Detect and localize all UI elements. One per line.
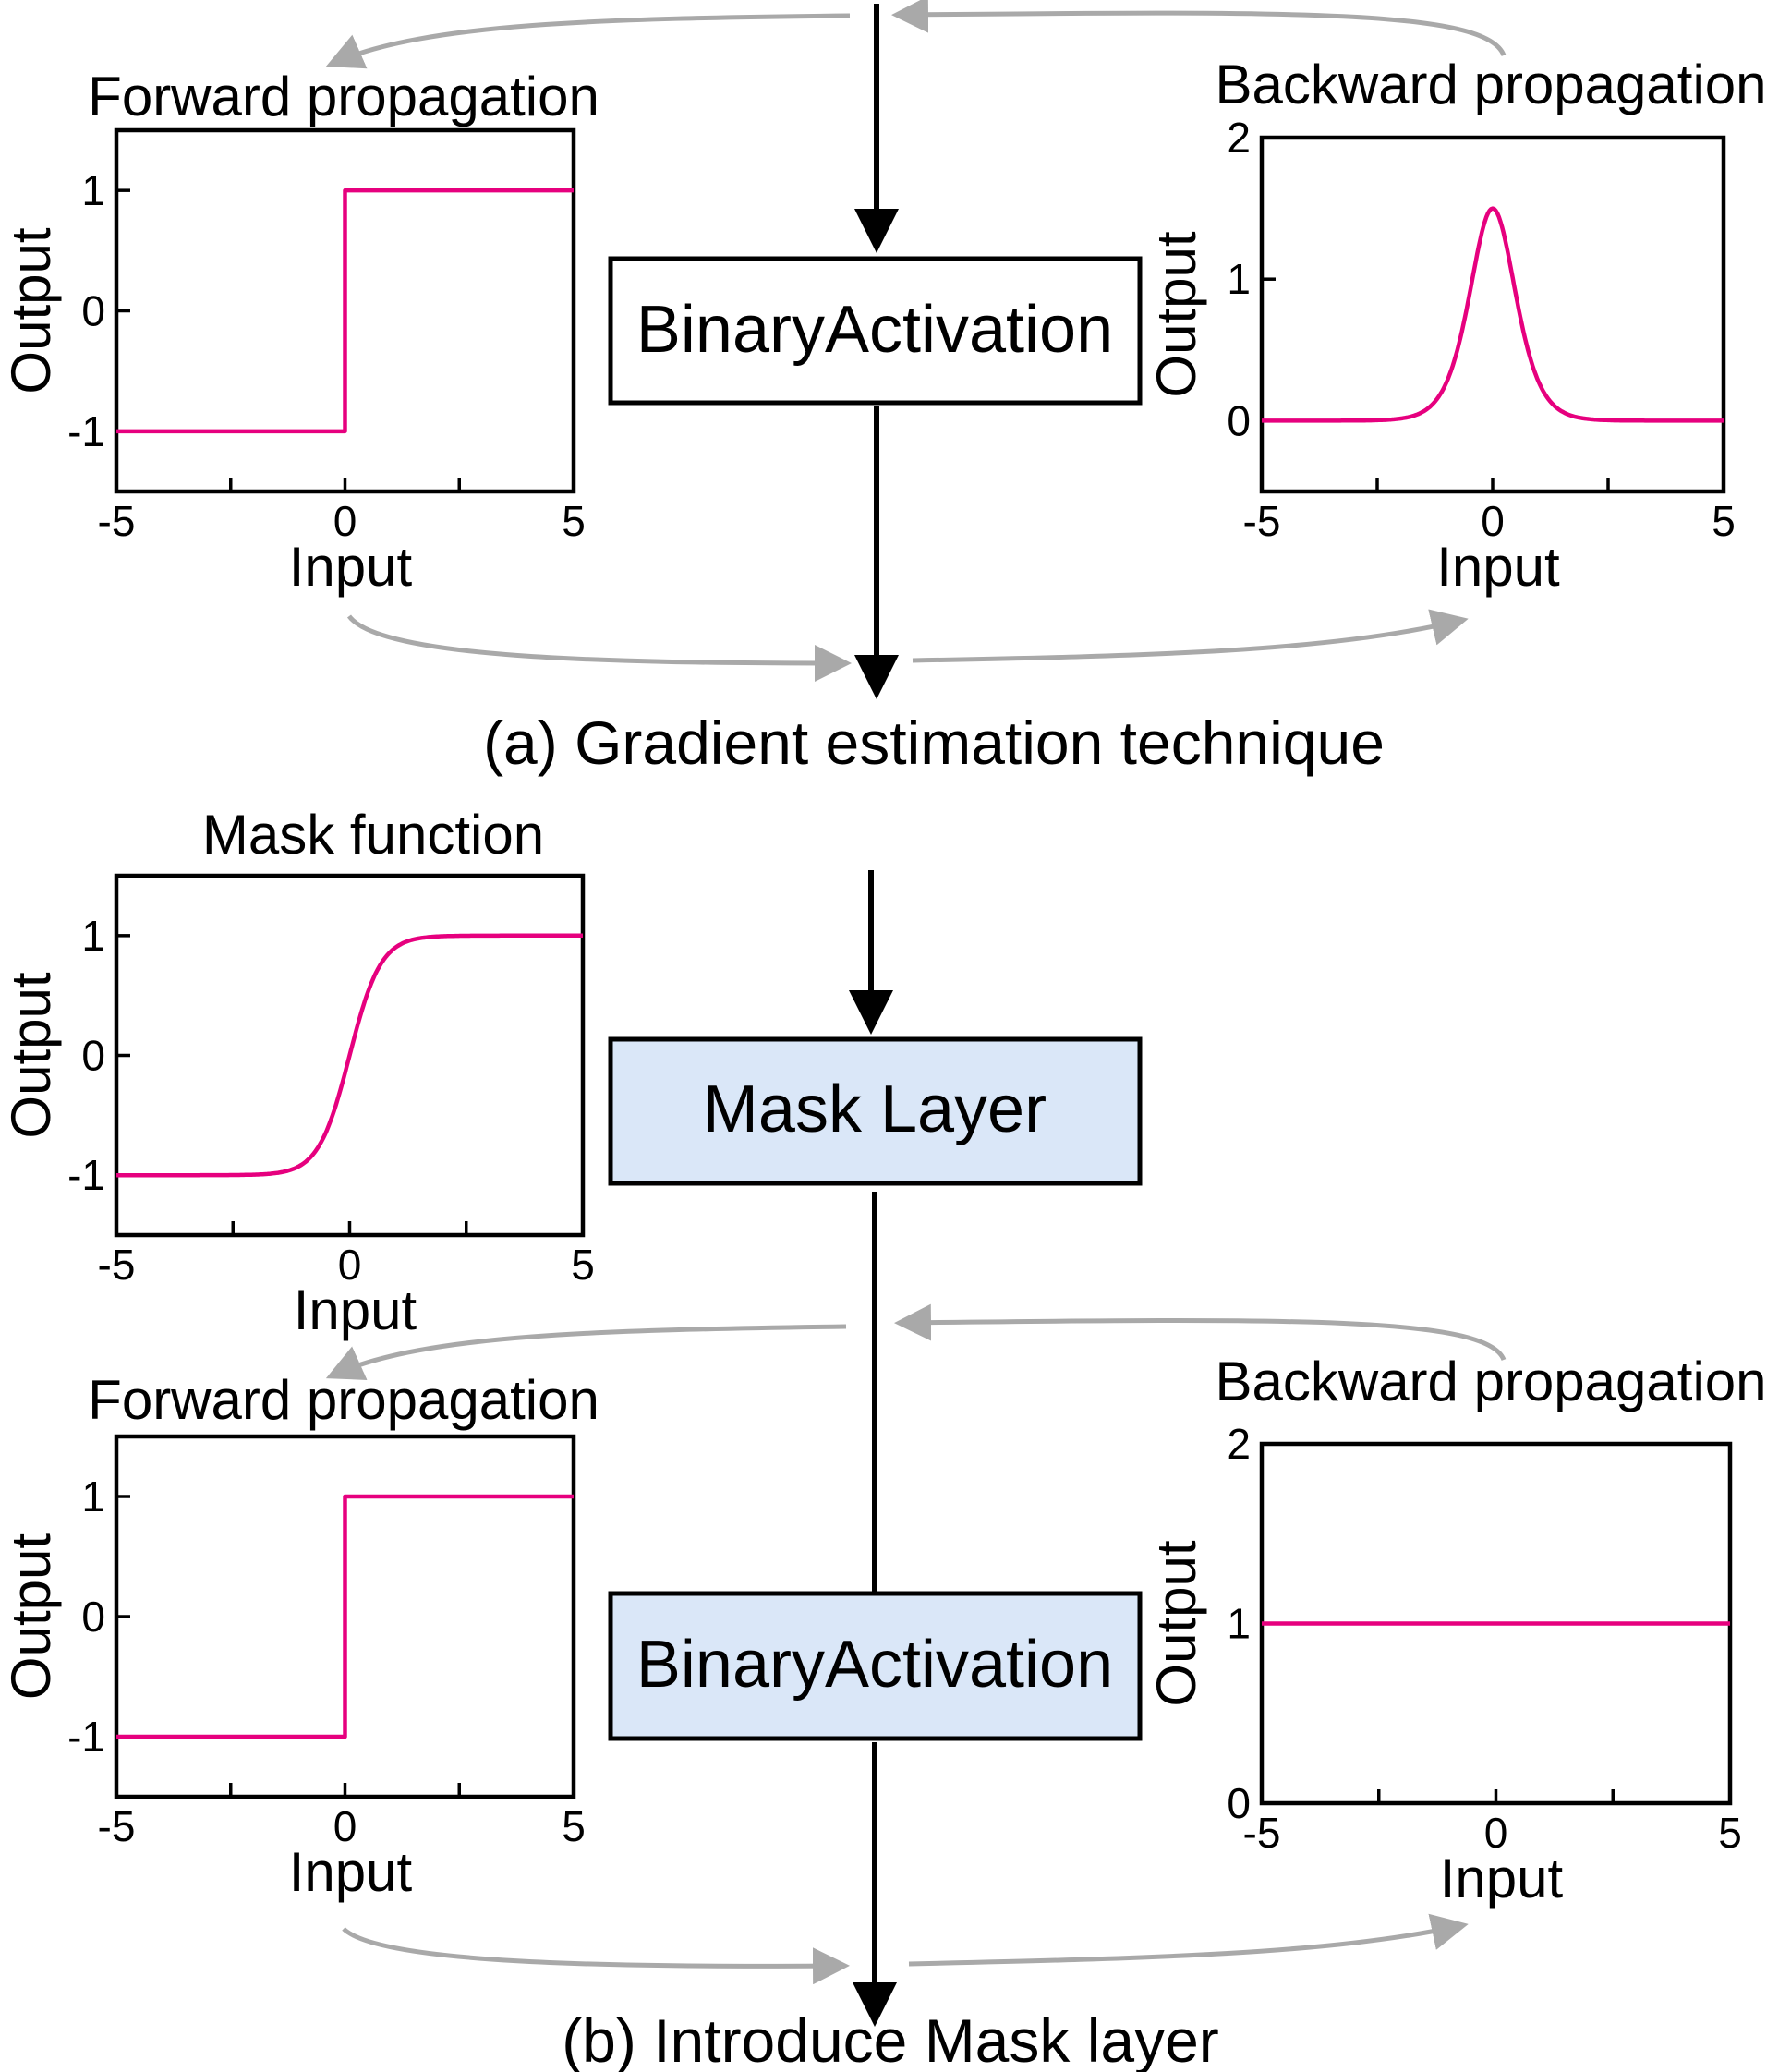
section-b-forward-plot-y-tick-label: 0 bbox=[81, 1593, 105, 1641]
section-a-backward-plot-y-tick-label: 2 bbox=[1227, 114, 1251, 162]
section-b-forward-plot-y-tick-label: -1 bbox=[67, 1713, 105, 1761]
section-b-mask-plot-x-label: Input bbox=[294, 1279, 417, 1341]
section-a-backward-plot-x-label: Input bbox=[1436, 536, 1560, 598]
mask-layer-box bbox=[608, 1036, 1143, 1186]
section-b-mask-plot-y-tick-label: 0 bbox=[81, 1032, 105, 1080]
gradient-arrow-bottom-right-b bbox=[908, 1913, 1469, 1967]
section-b-backward-plot-title: Backward propagation bbox=[1215, 1351, 1766, 1412]
section-b-mask-plot-curve bbox=[115, 933, 584, 1178]
gradient-arrow-top-right-b bbox=[894, 1303, 1507, 1362]
section-b-forward-plot-curve bbox=[116, 1494, 574, 1739]
section-b-backward-plot-y-tick-label: 0 bbox=[1227, 1779, 1251, 1827]
caption-a: (a) Gradient estimation technique bbox=[483, 709, 1385, 777]
gradient-arrow-bottom-left-b bbox=[342, 1927, 850, 1985]
section-b-mask-plot-x-tick-label: -5 bbox=[98, 1241, 136, 1289]
section-a-forward-plot-x-label: Input bbox=[289, 536, 413, 598]
section-a-backward-plot-y-tick-label: 1 bbox=[1227, 255, 1251, 303]
section-a-backward-plot-x-tick-label: 5 bbox=[1712, 497, 1736, 545]
binary-activation-label-a: BinaryActivation bbox=[636, 293, 1113, 367]
section-b-forward-plot-title: Forward propagation bbox=[88, 1369, 599, 1431]
section-a-forward-plot-x-tick-label: 0 bbox=[333, 497, 357, 545]
section-b-backward-plot-y-label: Output bbox=[1145, 1540, 1207, 1706]
gradient-arrow-top-left-a bbox=[325, 13, 851, 69]
section-a-backward-plot-y-label: Output bbox=[1145, 231, 1207, 397]
section-b-mask-plot-y-tick-label: -1 bbox=[67, 1151, 105, 1199]
section-a-backward-plot-x-tick-label: -5 bbox=[1243, 497, 1281, 545]
section-a-backward-plot-title: Backward propagation bbox=[1215, 54, 1766, 115]
section-a-forward-plot-curve bbox=[116, 188, 574, 434]
section-b-forward-plot-y-label: Output bbox=[0, 1533, 62, 1700]
section-a-forward-plot-y-tick-label: 0 bbox=[81, 287, 105, 335]
section-b-backward-plot-y-tick-label: 1 bbox=[1227, 1600, 1251, 1648]
section-a-forward-plot-x-tick-label: 5 bbox=[562, 497, 586, 545]
binary-activation-box-b bbox=[608, 1591, 1143, 1741]
gradient-arrow-top-left-b bbox=[325, 1324, 847, 1380]
section-b-backward-plot-x-tick-label: 0 bbox=[1484, 1809, 1508, 1857]
section-a: BinaryActivation (a) Gradient estimation… bbox=[325, 0, 1507, 777]
section-a-forward-plot-title: Forward propagation bbox=[88, 66, 599, 127]
caption-b: (b) Introduce Mask layer bbox=[562, 2006, 1219, 2072]
section-b-mask-plot-title: Mask function bbox=[202, 804, 544, 866]
section-a-forward-plot-y-label: Output bbox=[0, 227, 62, 394]
section-b-backward-plot-x-tick-label: 5 bbox=[1718, 1809, 1742, 1857]
mask-layer-block: Mask Layer bbox=[608, 1036, 1143, 1186]
binary-activation-block-b: BinaryActivation bbox=[608, 1591, 1143, 1741]
section-b-forward-plot-x-tick-label: -5 bbox=[98, 1802, 136, 1850]
binary-activation-block-a: BinaryActivation bbox=[608, 256, 1143, 406]
section-b-backward-plot-x-label: Input bbox=[1440, 1848, 1564, 1909]
section-a-backward-plot-curve bbox=[1261, 206, 1724, 423]
section-b-mask-plot-y-tick-label: 1 bbox=[81, 912, 105, 960]
section-b-backward-plot-x-tick-label: -5 bbox=[1243, 1809, 1281, 1857]
section-b-forward-plot-x-tick-label: 5 bbox=[562, 1802, 586, 1850]
section-b-backward-plot-y-tick-label: 2 bbox=[1227, 1420, 1251, 1468]
gradient-arrow-bottom-left-a bbox=[346, 614, 852, 682]
section-a-forward-plot-x-tick-label: -5 bbox=[98, 497, 136, 545]
section-a-backward-plot-frame bbox=[1259, 135, 1726, 494]
section-b-forward-plot-y-tick-label: 1 bbox=[81, 1472, 105, 1521]
section-b-forward-plot-x-label: Input bbox=[289, 1841, 413, 1903]
binary-activation-box-a bbox=[608, 256, 1143, 406]
section-a-forward-plot-y-tick-label: -1 bbox=[67, 407, 105, 455]
section-b: Mask Layer BinaryActivation (b) Introduc… bbox=[325, 870, 1507, 2072]
mask-layer-label: Mask Layer bbox=[703, 1072, 1047, 1146]
section-a-backward-plot-x-tick-label: 0 bbox=[1481, 497, 1505, 545]
section-b-mask-plot-x-tick-label: 0 bbox=[338, 1241, 362, 1289]
section-a-backward-plot-y-tick-label: 0 bbox=[1227, 396, 1251, 444]
binary-activation-label-b: BinaryActivation bbox=[636, 1628, 1113, 1702]
gradient-arrow-bottom-right-a bbox=[912, 609, 1469, 663]
gradient-arrow-top-right-a bbox=[891, 0, 1507, 57]
section-b-mask-plot-x-tick-label: 5 bbox=[571, 1241, 595, 1289]
section-b-mask-plot-y-label: Output bbox=[0, 972, 62, 1138]
section-b-forward-plot-x-tick-label: 0 bbox=[333, 1802, 357, 1850]
section-a-forward-plot-y-tick-label: 1 bbox=[81, 166, 105, 214]
